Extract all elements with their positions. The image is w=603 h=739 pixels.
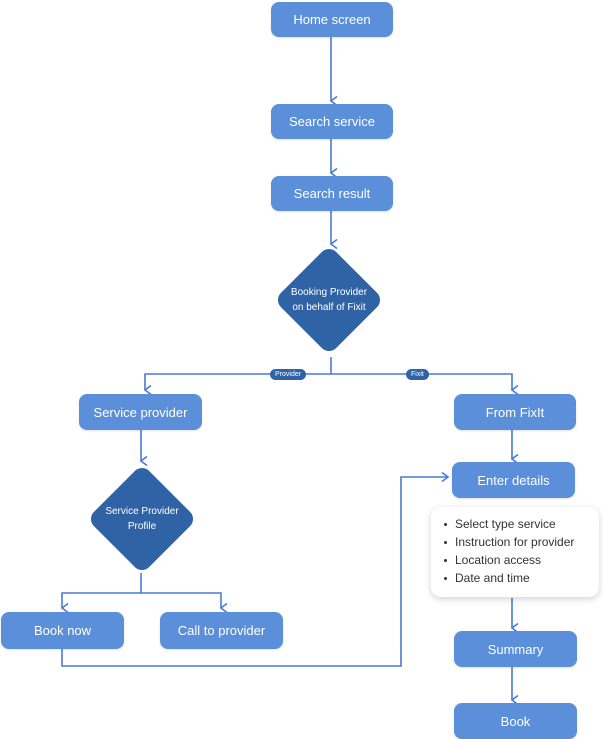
arrow-to-service-provider xyxy=(145,373,331,390)
edge-label-fixit: Fixit xyxy=(406,369,429,380)
arrow-to-call-provider xyxy=(141,592,221,608)
book-node: Book xyxy=(454,703,577,739)
from-fixit-node: From FixIt xyxy=(454,394,576,430)
profile-decision: Service Provider Profile xyxy=(86,463,198,575)
details-item: Date and time xyxy=(443,569,593,587)
booking-decision: Booking Provider on behalf of Fixit xyxy=(273,244,385,356)
booking-decision-line-2: on behalf of Fixit xyxy=(292,302,366,313)
profile-decision-line-1: Service Provider xyxy=(105,506,179,517)
summary-node: Summary xyxy=(454,631,577,667)
details-card: Select type service Instruction for prov… xyxy=(431,507,599,597)
details-item: Instruction for provider xyxy=(443,533,593,551)
book-now-node: Book now xyxy=(1,612,124,649)
call-to-provider-node: Call to provider xyxy=(160,612,283,649)
arrow-book-now-to-details xyxy=(61,477,448,667)
search-result-node: Search result xyxy=(271,176,393,211)
search-service-node: Search service xyxy=(271,104,393,139)
service-provider-node: Service provider xyxy=(79,394,202,430)
enter-details-node: Enter details xyxy=(452,462,575,498)
details-item: Location access xyxy=(443,551,593,569)
edge-label-provider: Provider xyxy=(270,369,307,380)
arrow-to-book-now xyxy=(62,592,141,608)
booking-decision-line-1: Booking Provider xyxy=(290,287,368,298)
details-item: Select type service xyxy=(443,515,593,533)
arrow-to-from-fixit xyxy=(331,373,512,390)
home-screen-node: Home screen xyxy=(271,2,393,37)
profile-decision-line-2: Profile xyxy=(127,521,157,532)
